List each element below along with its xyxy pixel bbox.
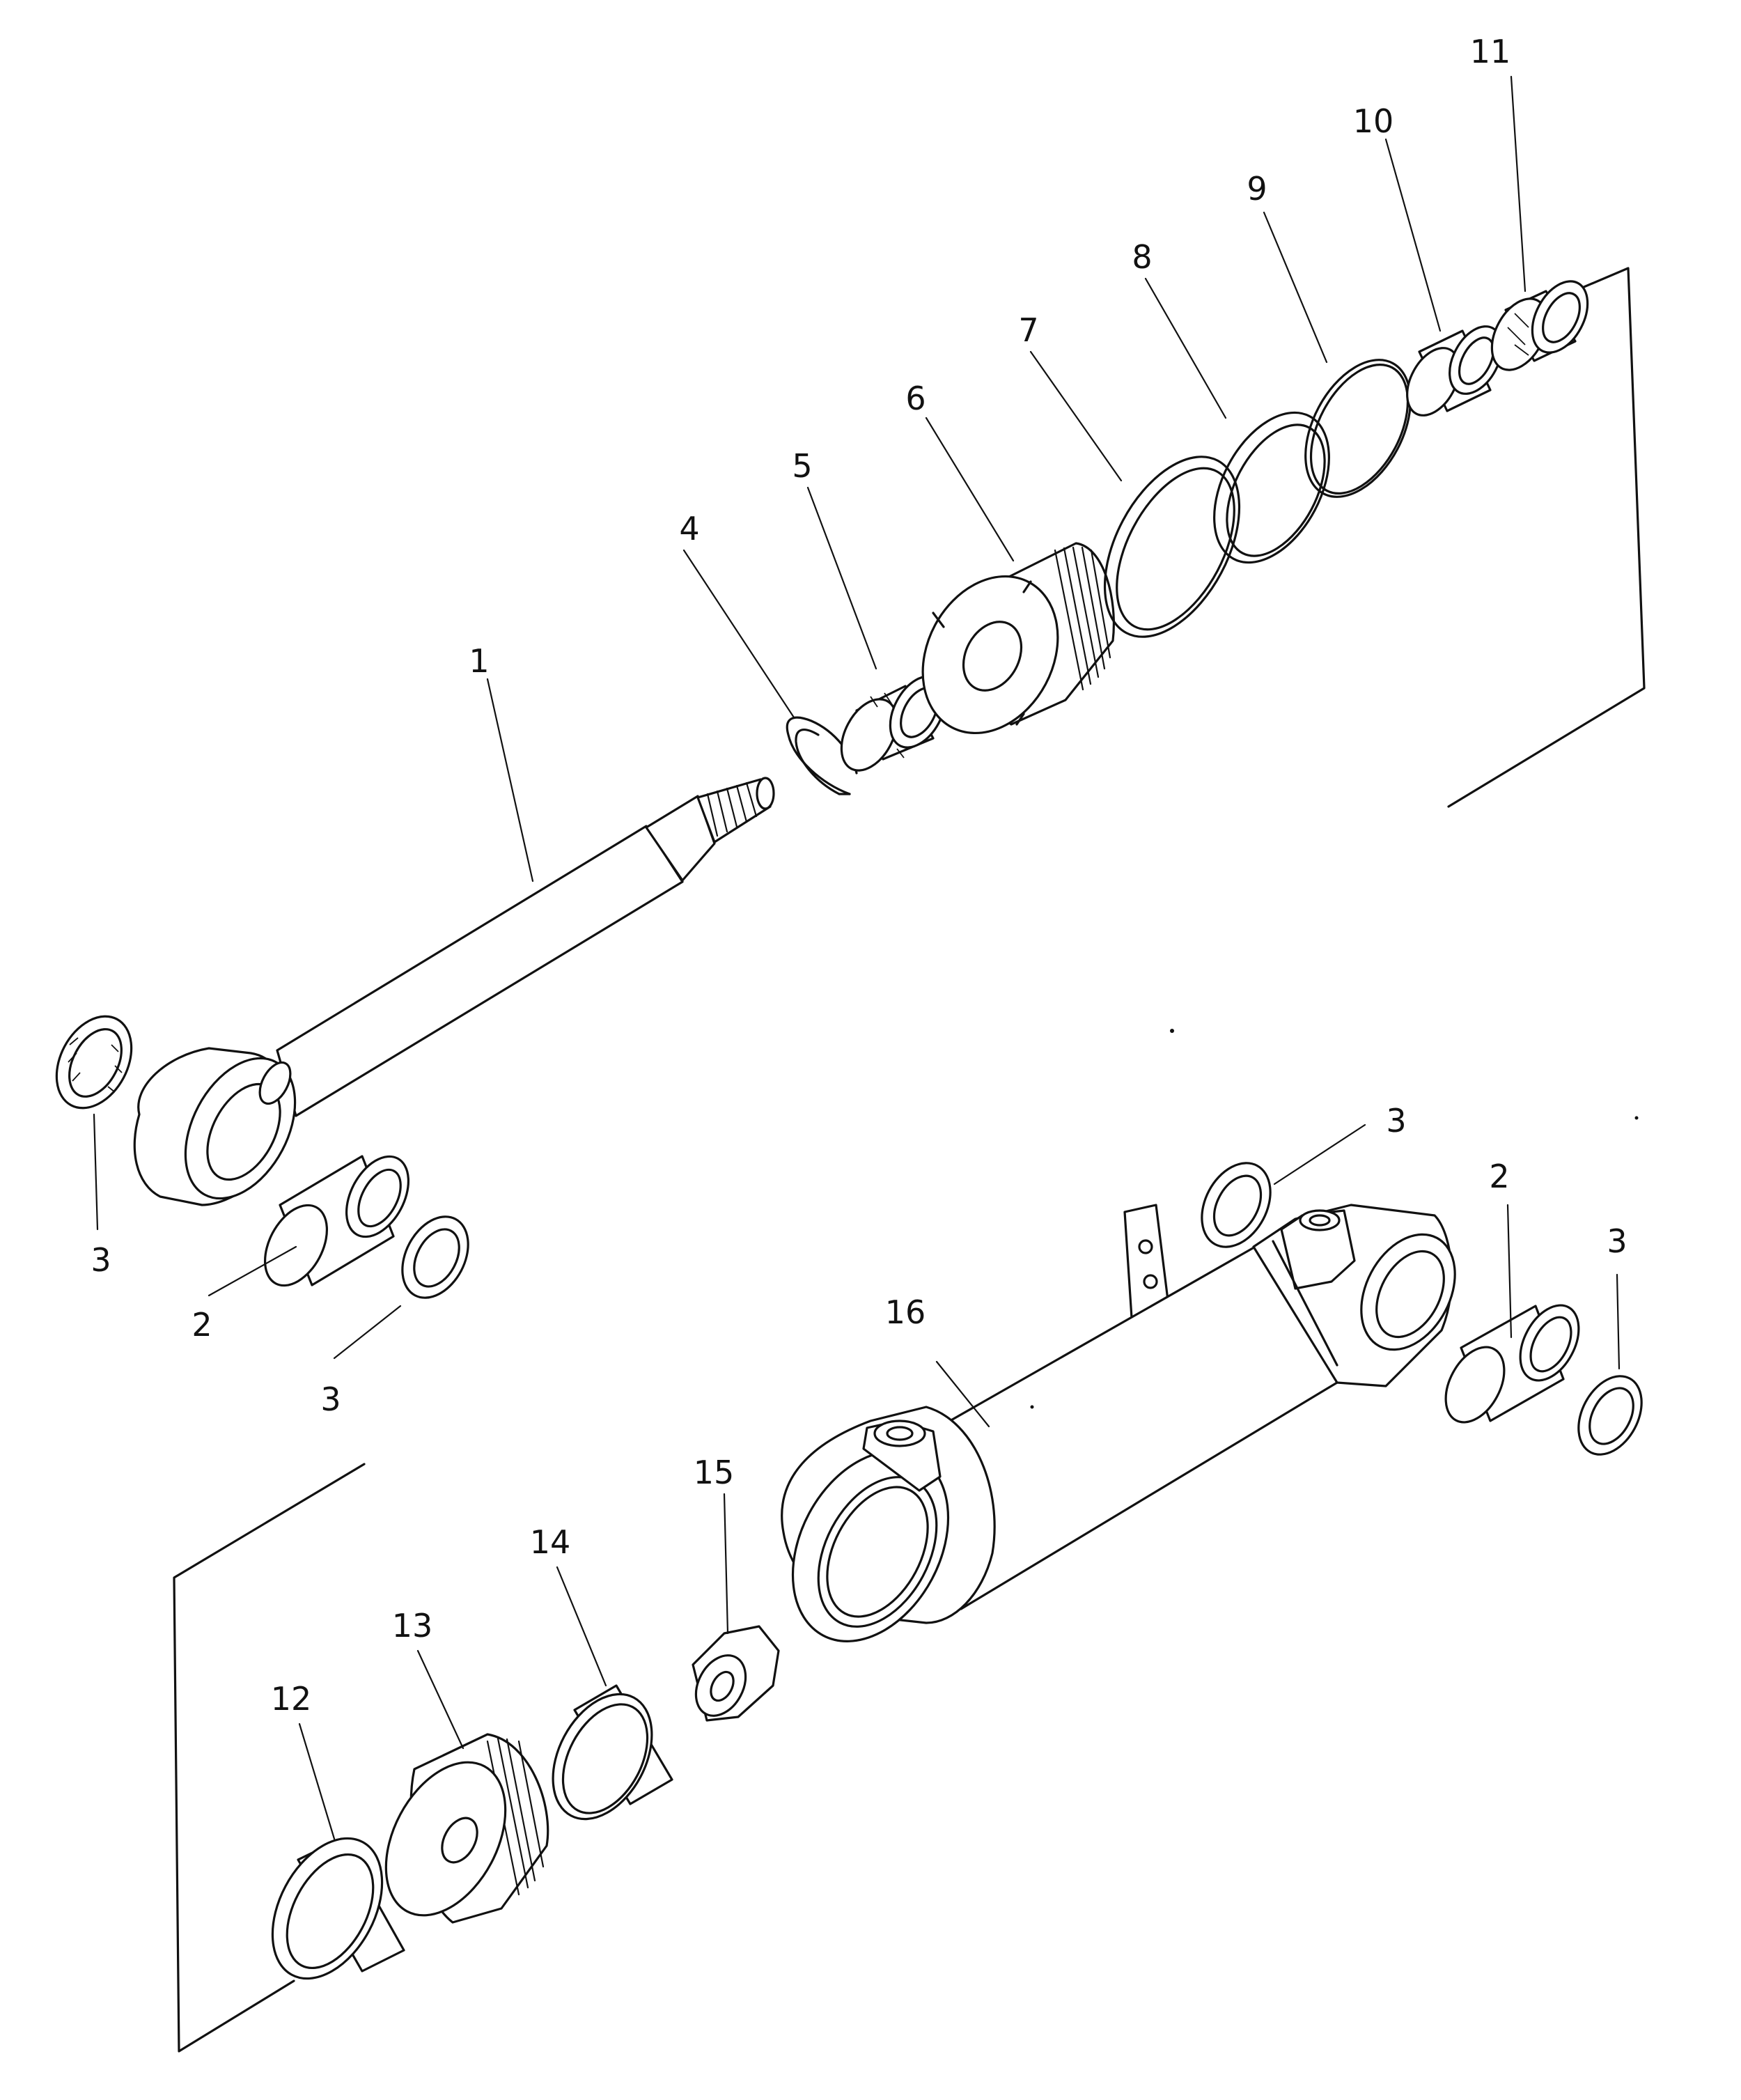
callout-4: 4 (679, 510, 699, 547)
leader-lines (93, 75, 1621, 1840)
callout-10: 10 (1353, 102, 1394, 140)
scan-specks (1030, 1029, 1639, 1409)
callout-12: 12 (271, 1680, 312, 1718)
callout-2-right: 2 (1489, 1158, 1509, 1195)
callout-13: 13 (392, 1607, 433, 1644)
ring-icon (1213, 411, 1330, 564)
callout-11: 11 (1470, 33, 1511, 70)
lower-bracket-frame (173, 1463, 366, 2053)
dust-seal-icon (401, 1215, 469, 1299)
cylinder-tube-icon (781, 1204, 1456, 1642)
callout-3-right-lower: 3 (1607, 1222, 1627, 1260)
bushing-icon (263, 1155, 410, 1287)
wear-ring-icon (552, 1684, 673, 1821)
callout-5: 5 (792, 447, 812, 485)
upper-bracket-frame (1447, 267, 1646, 808)
callout-9: 9 (1247, 170, 1267, 208)
callout-3-left-lower: 3 (320, 1380, 341, 1418)
cylinder-head-icon (921, 542, 1115, 735)
dust-seal-icon (55, 1015, 133, 1110)
callout-15: 15 (694, 1454, 735, 1491)
callout-6: 6 (905, 380, 926, 417)
callout-2-left: 2 (192, 1306, 212, 1344)
piston-icon (384, 1733, 549, 1924)
bushing-icon (1444, 1304, 1580, 1424)
backup-ring-icon (1103, 456, 1241, 638)
callout-3-left-upper: 3 (91, 1241, 111, 1279)
callout-3-right-upper: 3 (1386, 1102, 1406, 1140)
callout-7: 7 (1018, 311, 1038, 349)
callout-8: 8 (1132, 238, 1152, 276)
callout-16: 16 (885, 1293, 926, 1331)
callout-1: 1 (469, 642, 489, 680)
callout-14: 14 (530, 1523, 571, 1561)
sleeve-icon (1406, 325, 1503, 417)
nut-icon (692, 1625, 780, 1722)
piston-seal-icon (271, 1837, 405, 1980)
piston-rod-icon (133, 777, 775, 1206)
dust-seal-icon (1577, 1375, 1643, 1456)
o-ring-icon (1304, 359, 1412, 498)
wiper-icon (1490, 280, 1589, 371)
callout-labels: 1 2 2 3 3 3 3 4 5 6 7 8 9 10 11 12 13 14… (91, 33, 1627, 1718)
dust-seal-icon (1201, 1162, 1272, 1248)
